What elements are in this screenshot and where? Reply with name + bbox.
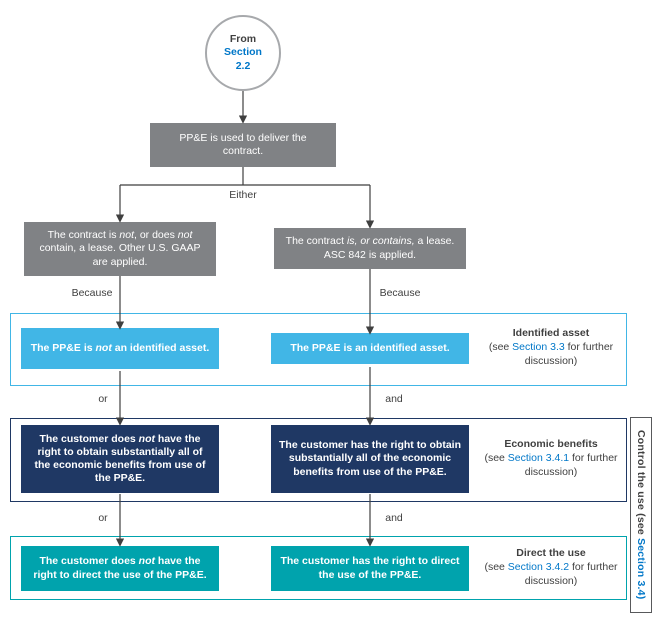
economic-benefits-note-text: (see Section 3.4.1 for further discussio…: [484, 451, 618, 478]
no-direct-use-node: The customer does not have the right to …: [21, 546, 219, 591]
section-2-2-link-number: 2.2: [235, 59, 251, 72]
or-label-1: or: [95, 393, 111, 405]
and-label-2: and: [382, 512, 406, 524]
direct-use-text: The customer has the right to direct the…: [280, 555, 460, 581]
ppe-delivery-node: PP&E is used to deliver the contract.: [150, 123, 336, 167]
identified-asset-note-title: Identified asset: [512, 327, 590, 339]
economic-benefits-node: The customer has the right to obtain sub…: [271, 425, 469, 493]
section-2-2-link-word: Section: [224, 46, 262, 59]
economic-benefits-row: The customer does not have the right to …: [10, 418, 627, 502]
not-identified-asset-text: The PP&E is not an identified asset.: [30, 341, 210, 354]
start-from-label: From: [229, 32, 257, 45]
identified-asset-note-text: (see Section 3.3 for further discussion): [488, 340, 614, 367]
identified-asset-row: The PP&E is not an identified asset. The…: [10, 313, 627, 386]
not-identified-asset-node: The PP&E is not an identified asset.: [21, 328, 219, 369]
section-3-3-link[interactable]: Section 3.3: [512, 340, 565, 353]
direct-use-note: Direct the use (see Section 3.4.2 for fu…: [473, 547, 629, 589]
direct-use-note-text: (see Section 3.4.2 for further discussio…: [484, 560, 618, 587]
section-3-4-link[interactable]: Section 3.4): [635, 538, 647, 600]
lease-text: The contract is, or contains, a lease. A…: [285, 235, 455, 261]
section-3-4-2-link[interactable]: Section 3.4.2: [507, 560, 570, 573]
because-right-label: Because: [376, 287, 424, 299]
no-economic-benefits-node: The customer does not have the right to …: [21, 425, 219, 493]
ppe-delivery-text: PP&E is used to deliver the contract.: [179, 131, 307, 157]
and-label-1: and: [382, 393, 406, 405]
no-economic-benefits-text: The customer does not have the right to …: [34, 432, 206, 485]
direct-use-note-title: Direct the use: [516, 547, 586, 559]
economic-benefits-text: The customer has the right to obtain sub…: [279, 439, 462, 478]
identified-asset-node: The PP&E is an identified asset.: [271, 333, 469, 364]
no-lease-text: The contract is not, or does not contain…: [39, 229, 201, 268]
no-direct-use-text: The customer does not have the right to …: [33, 555, 207, 581]
economic-benefits-note: Economic benefits (see Section 3.4.1 for…: [473, 438, 629, 480]
because-left-label: Because: [68, 287, 116, 299]
identified-asset-note: Identified asset (see Section 3.3 for fu…: [473, 327, 629, 369]
economic-benefits-note-title: Economic benefits: [504, 438, 598, 450]
section-3-4-1-link[interactable]: Section 3.4.1: [507, 451, 570, 464]
section-2-2-link[interactable]: Section 2.2: [224, 46, 262, 73]
or-label-2: or: [95, 512, 111, 524]
direct-use-node: The customer has the right to direct the…: [271, 546, 469, 591]
control-the-use-sidebar: Control the use (see Section 3.4): [630, 417, 652, 613]
start-node: From Section 2.2: [205, 15, 281, 91]
either-label: Either: [226, 189, 260, 201]
identified-asset-text: The PP&E is an identified asset.: [290, 341, 450, 354]
direct-use-row: The customer does not have the right to …: [10, 536, 627, 600]
no-lease-node: The contract is not, or does not contain…: [24, 222, 216, 276]
control-the-use-label: Control the use (see Section 3.4): [635, 430, 647, 600]
lease-node: The contract is, or contains, a lease. A…: [274, 228, 466, 269]
